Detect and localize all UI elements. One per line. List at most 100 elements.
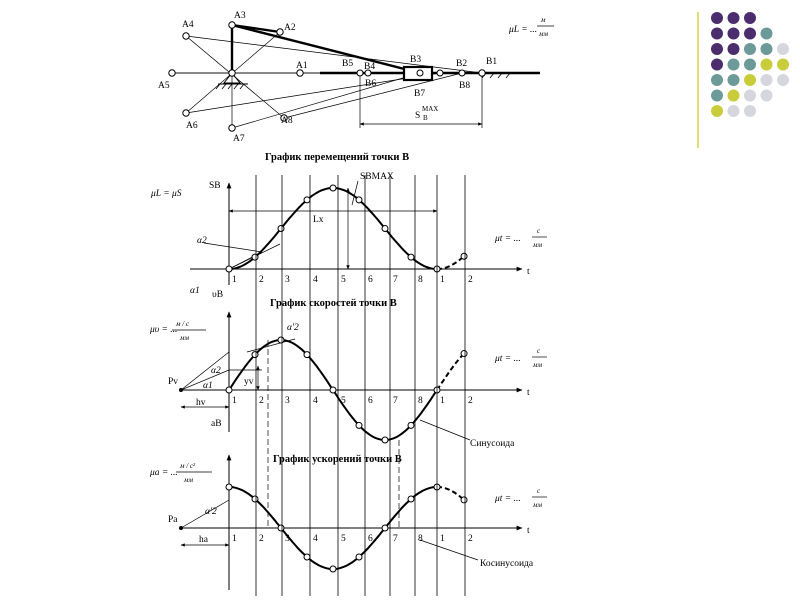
- acceleration-t-axis: t: [527, 526, 530, 536]
- curve-node: [277, 336, 285, 344]
- velocity-chart: υB График скоростей точки В μυ = ... м /…: [149, 290, 547, 449]
- svg-text:μυ = ...: μυ = ...: [149, 325, 177, 335]
- curve-node: [381, 524, 389, 532]
- label-b4: B4: [364, 62, 375, 72]
- decor-dot: [744, 58, 756, 71]
- decor-dot: [744, 89, 756, 102]
- svg-text:с: с: [537, 347, 541, 355]
- curve-name-sinusoid: Синусоида: [470, 439, 515, 449]
- time-tick-label: 3: [285, 534, 290, 544]
- svg-text:м / с²: м / с²: [179, 462, 196, 470]
- label-a4: A4: [182, 20, 194, 30]
- time-tick-label: 1: [232, 396, 237, 406]
- time-tick-label: 8: [418, 534, 423, 544]
- acceleration-scale: μa = ... м / с² мм: [149, 462, 212, 484]
- time-tick-label: 7: [393, 534, 398, 544]
- curve-node: [407, 495, 415, 503]
- stroke-label: S B MAX: [415, 105, 438, 122]
- svg-text:мм: мм: [532, 241, 542, 249]
- curve-node: [225, 386, 233, 394]
- acceleration-t-scale: μt = ... с мм: [494, 487, 547, 509]
- velocity-alpha2: α2: [211, 366, 221, 376]
- decor-dot: [711, 12, 723, 24]
- time-tick-label: 4: [313, 396, 318, 406]
- decor-dot: [744, 27, 756, 40]
- svg-text:μt = ...: μt = ...: [494, 234, 521, 244]
- acceleration-title: График ускорений точки В: [273, 454, 402, 465]
- decor-dot: [760, 74, 773, 86]
- period-label: Lx: [313, 215, 324, 225]
- time-tick-label: 2: [259, 534, 264, 544]
- decor-dot: [760, 43, 773, 55]
- decor-dot: [711, 43, 723, 55]
- time-tick-label: 3: [285, 396, 290, 406]
- svg-text:мм: мм: [183, 476, 193, 484]
- pole-distance-hv: hv: [196, 398, 206, 408]
- time-tick-label: 2: [468, 396, 473, 406]
- velocity-alpha1: α1: [203, 381, 213, 391]
- decor-dot: [744, 74, 756, 86]
- label-a7: A7: [233, 134, 245, 144]
- curve-node: [225, 265, 233, 273]
- time-tick-label: 7: [393, 275, 398, 285]
- decor-dot: [727, 58, 740, 71]
- length-scale-label: μL = ... м мм: [508, 16, 554, 38]
- curve-node: [407, 421, 415, 429]
- decor-dot: [744, 105, 756, 117]
- label-a2: A2: [284, 23, 296, 33]
- time-tick-label: 2: [259, 275, 264, 285]
- velocity-alpha2-prime: α'2: [287, 323, 299, 333]
- curve-node: [460, 252, 468, 260]
- time-tick-label: 6: [368, 396, 373, 406]
- decor-dot: [727, 89, 740, 102]
- decorative-dot-grid: [711, 12, 789, 117]
- time-tick-label: 8: [418, 275, 423, 285]
- decor-dot: [727, 12, 740, 24]
- svg-text:мм: мм: [538, 30, 548, 38]
- curve-node: [381, 436, 389, 444]
- time-tick-label: 1: [440, 275, 445, 285]
- decor-dot: [777, 74, 789, 86]
- curve-node: [381, 225, 389, 232]
- curve-node: [329, 565, 337, 573]
- svg-text:с: с: [537, 227, 541, 235]
- curve-node: [460, 496, 468, 504]
- displacement-axis-y: SB: [209, 181, 221, 191]
- velocity-scale: μυ = ... м / с мм: [149, 320, 206, 342]
- svg-text:мм: мм: [532, 361, 542, 369]
- velocity-t-scale: μt = ... с мм: [494, 347, 547, 369]
- svg-text:м: м: [540, 16, 546, 24]
- displacement-t-axis: t: [527, 267, 530, 277]
- velocity-t-axis: t: [527, 388, 530, 398]
- label-b3: B3: [410, 55, 421, 65]
- svg-text:μt = ...: μt = ...: [494, 354, 521, 364]
- label-a6: A6: [186, 121, 198, 131]
- label-a8: A8: [281, 116, 293, 126]
- svg-text:μa = ...: μa = ...: [149, 468, 178, 478]
- time-tick-label: 1: [232, 275, 237, 285]
- displacement-t-scale: μt = ... с мм: [494, 227, 547, 249]
- decor-dot: [727, 74, 740, 86]
- stroke-max-label: SBMAX: [360, 172, 394, 182]
- decor-dot: [760, 27, 773, 40]
- decor-dot: [777, 58, 789, 71]
- ordinate-yv: yv: [244, 377, 254, 387]
- time-tick-label: 3: [285, 275, 290, 285]
- decor-dot: [727, 27, 740, 40]
- decor-dot: [711, 105, 723, 117]
- decor-dot: [727, 43, 740, 55]
- time-grid: [255, 175, 466, 596]
- svg-text:μL = ...: μL = ...: [508, 25, 537, 35]
- time-tick-label: 4: [313, 275, 318, 285]
- svg-text:с: с: [537, 487, 541, 495]
- acceleration-alpha2-prime: α'2: [205, 507, 217, 517]
- curve-node: [251, 253, 259, 261]
- decor-dot: [777, 43, 789, 55]
- displacement-scale: μL = μS: [150, 189, 182, 199]
- label-b5: B5: [342, 59, 353, 69]
- angle-alpha1: α1: [190, 286, 200, 296]
- time-tick-label: 2: [259, 396, 264, 406]
- curve-node: [303, 196, 311, 204]
